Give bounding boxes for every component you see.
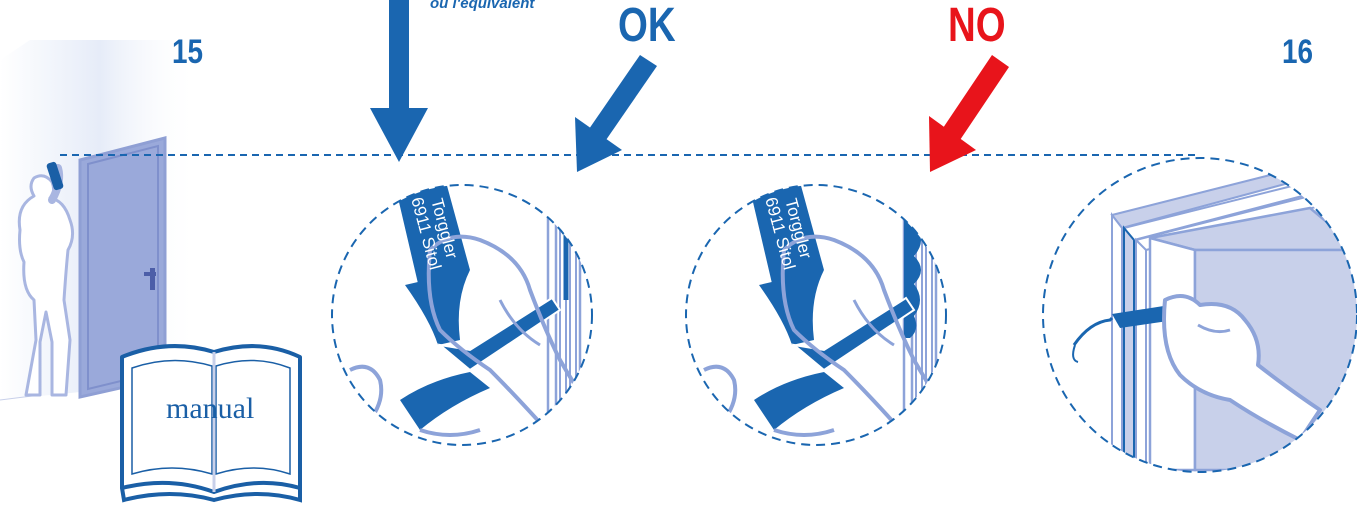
person-icon: [17, 161, 75, 397]
manual-label: manual: [166, 392, 255, 425]
step-number-16: 16: [1282, 33, 1314, 71]
sealant-trimmed: [1072, 316, 1114, 346]
sealant-tube-icon: [749, 185, 916, 430]
sealant-tube-icon: [395, 185, 562, 430]
arrow-no-icon: [929, 55, 1009, 172]
no-label: NO: [948, 0, 1006, 52]
arrow-ok-icon: [575, 55, 657, 172]
detail-circle-no: [685, 184, 947, 446]
equivalent-caption: ou l'équivalent: [430, 0, 535, 12]
ok-label: OK: [618, 0, 676, 52]
door-handle: [150, 268, 155, 290]
manual-book-icon: [120, 344, 302, 503]
step-number-15: 15: [172, 33, 204, 71]
detail-circle-ok: [331, 184, 593, 446]
door-icon: [78, 136, 167, 399]
arrow-down-icon: [370, 0, 428, 162]
hand-icon: [1162, 294, 1322, 442]
sealant-gun-icon: [46, 161, 64, 191]
frame-profile-ok: [546, 185, 592, 445]
detail-circle-finish: [1042, 157, 1357, 473]
